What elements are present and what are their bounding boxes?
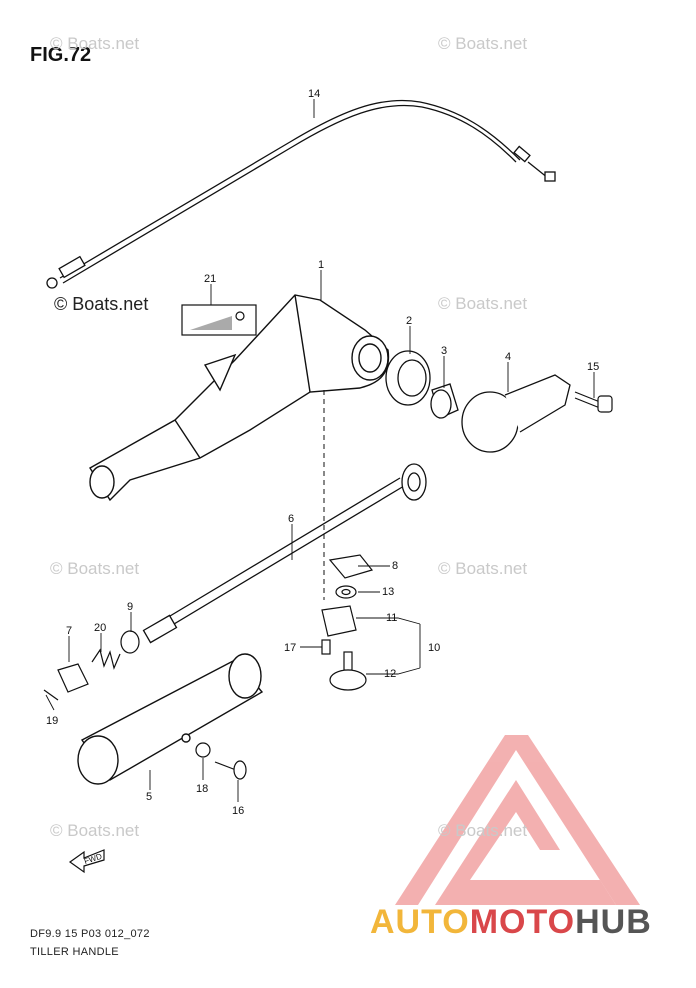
watermark: © Boats.net (50, 821, 140, 840)
plate (328, 554, 374, 579)
callout-7: 7 (66, 625, 72, 637)
collar (120, 630, 140, 654)
watermark: © Boats.net (50, 34, 140, 53)
brand-part-hub: HUB (575, 903, 652, 941)
cable (46, 99, 556, 289)
watermark: © Boats.net (438, 559, 528, 578)
ring (385, 350, 431, 406)
watermark: © Boats.net (438, 821, 528, 840)
callout-9: 9 (127, 601, 133, 613)
throttle-lever (461, 374, 571, 453)
callout-13: 13 (382, 586, 394, 598)
diagram-code: DF9.9 15 P03 012_072 (30, 928, 150, 940)
grip-screw (214, 760, 247, 780)
brand-part-auto: AUTO (370, 903, 470, 941)
callout-11: 11 (386, 612, 397, 624)
callout-19: 19 (46, 715, 58, 727)
decal (181, 304, 257, 336)
friction-knob (329, 651, 367, 691)
brand-logo-text: AUTOMOTOHUB (370, 903, 652, 942)
callout-1: 1 (318, 259, 324, 271)
watermark: © Boats.net (438, 294, 528, 313)
throttle-shaft (142, 463, 427, 644)
spring (91, 648, 121, 670)
diagram-name: TILLER HANDLE (30, 946, 119, 958)
lock-washer (195, 742, 211, 758)
callout-3: 3 (441, 345, 447, 357)
watermark-bold: © Boats.net (54, 294, 149, 314)
callout-18: 18 (196, 783, 208, 795)
tiller-housing (89, 294, 390, 502)
bushing (430, 383, 459, 419)
brand-part-moto: MOTO (469, 903, 576, 941)
callout-16: 16 (232, 805, 244, 817)
callouts: 14 1 21 2 3 4 15 6 8 13 11 10 17 12 9 7 … (46, 88, 599, 866)
pin (43, 689, 59, 701)
bolt (574, 391, 613, 413)
screw (321, 639, 331, 655)
callout-10: 10 (428, 642, 440, 654)
watermark: © Boats.net (438, 34, 528, 53)
callout-20: 20 (94, 622, 106, 634)
callout-12: 12 (384, 668, 396, 680)
leader-lines (45, 99, 595, 802)
callout-4: 4 (505, 351, 511, 363)
retainer (57, 663, 89, 693)
callout-17: 17 (284, 642, 296, 654)
watermark: © Boats.net (50, 559, 140, 578)
callout-15: 15 (587, 361, 599, 373)
bracket (321, 605, 357, 637)
figure-title: FIG.72 (30, 44, 92, 66)
callout-6: 6 (288, 513, 294, 525)
callout-5: 5 (146, 791, 152, 803)
automotohub-logo-mark (395, 735, 640, 905)
callout-14: 14 (308, 88, 320, 100)
throttle-grip (77, 653, 264, 785)
callout-2: 2 (406, 315, 412, 327)
washer (335, 585, 357, 599)
forward-arrow-icon (68, 849, 105, 874)
callout-8: 8 (392, 560, 398, 572)
callout-21: 21 (204, 273, 216, 285)
